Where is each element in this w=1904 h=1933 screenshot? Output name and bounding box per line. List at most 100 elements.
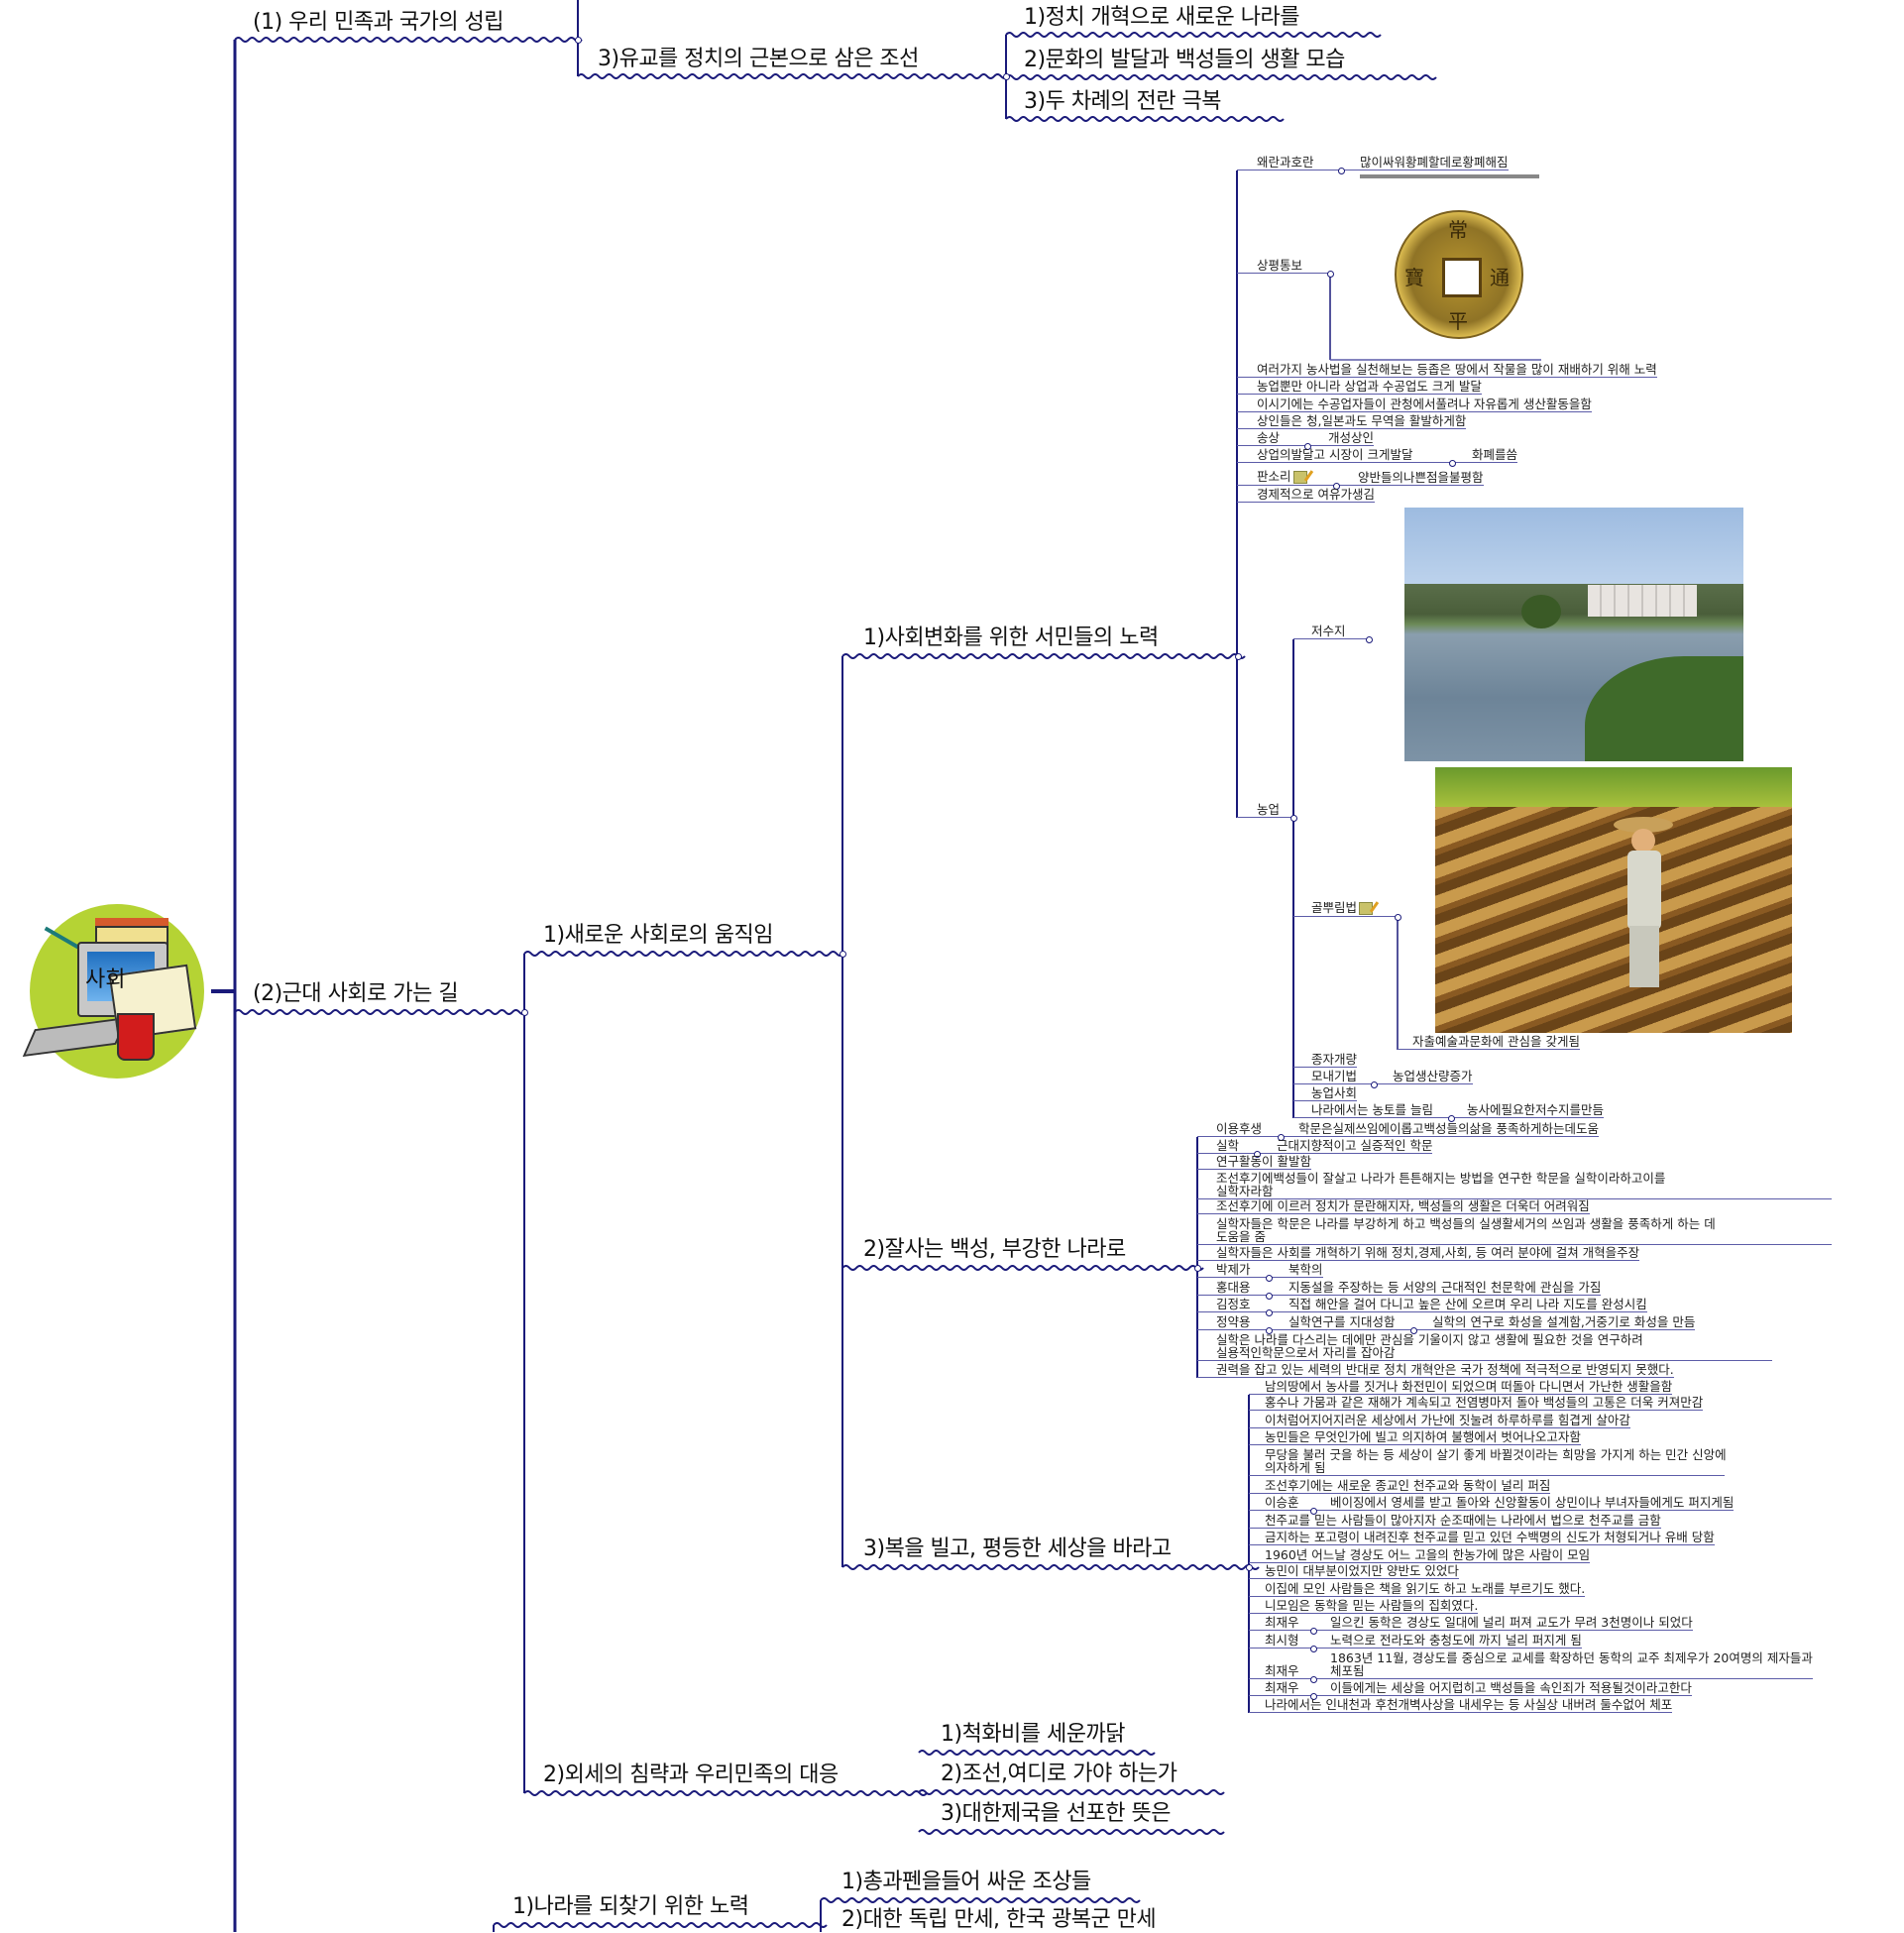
farming-item-label[interactable]: 저수지 <box>1293 624 1369 639</box>
topic-nation-founding[interactable]: (1) 우리 민족과 국가의 성립 <box>253 10 504 35</box>
topic-commoner-efforts[interactable]: 1)사회변화를 위한 서민들의 노력 <box>863 625 1159 650</box>
root-node[interactable]: 사회 <box>22 904 204 1079</box>
religion-item-label[interactable]: 금지하는 포고령이 내려진후 천주교를 믿고 있던 수백명의 신도가 처형되거나… <box>1249 1530 1715 1545</box>
economy-item-label[interactable]: 상인들은 청,일본과도 무역을 활발하게함 <box>1237 413 1467 429</box>
religion-item-value[interactable]: 노력으로 전라도와 충청도에 까지 널리 퍼지게 됨 <box>1313 1633 1582 1649</box>
node-connector-icon[interactable] <box>1193 1264 1201 1272</box>
node-connector-icon[interactable] <box>1265 1308 1273 1316</box>
economy-item-label[interactable]: 농업 <box>1237 802 1293 818</box>
religion-item-label[interactable]: 무당을 불러 굿을 하는 등 세상이 살기 좋게 바뀔것이라는 희망을 가지게 … <box>1249 1446 1727 1476</box>
silhak-item-label[interactable]: 박제가 <box>1197 1262 1269 1278</box>
node-connector-icon[interactable] <box>1370 1080 1378 1088</box>
religion-item-label[interactable]: 1960년 어느날 경상도 어느 고을의 한농가에 많은 사람이 모임 <box>1249 1547 1591 1563</box>
topic-foreign-invasion[interactable]: 2)외세의 침략과 우리민족의 대응 <box>543 1762 839 1787</box>
silhak-item-value[interactable]: 실학연구를 지대성함 <box>1269 1314 1413 1330</box>
topic-political-reform[interactable]: 1)정치 개혁으로 새로운 나라를 <box>1024 5 1299 30</box>
silhak-item-value[interactable]: 실학의 연구로 화성을 설계함,거중기로 화성을 만듬 <box>1413 1314 1696 1330</box>
node-connector-icon[interactable] <box>1337 167 1345 174</box>
node-connector-icon[interactable] <box>1309 1675 1317 1683</box>
silhak-item-label[interactable]: 실학 <box>1197 1138 1257 1154</box>
silhak-item-value[interactable]: 근대지향적이고 실증적인 학문 <box>1257 1138 1433 1154</box>
religion-item-value[interactable]: 일으킨 동학은 경상도 일대에 널리 퍼져 교도가 무려 3천명이나 되었다 <box>1313 1615 1693 1631</box>
farming-item-label[interactable]: 종자개량 <box>1293 1052 1358 1068</box>
topic-guns-and-pens[interactable]: 1)총과펜을들어 싸운 조상들 <box>841 1870 1091 1894</box>
topic-modern-society[interactable]: (2)근대 사회로 가는 길 <box>253 981 459 1006</box>
node-connector-icon[interactable] <box>574 36 582 44</box>
node-connector-icon[interactable] <box>1265 1274 1273 1282</box>
node-connector-icon[interactable] <box>1265 1326 1273 1334</box>
religion-item-label[interactable]: 최재우 <box>1249 1680 1313 1696</box>
topic-culture-life[interactable]: 2)문화의 발달과 백성들의 생활 모습 <box>1024 48 1345 72</box>
memo-icon[interactable] <box>1292 471 1307 484</box>
silhak-item-label[interactable]: 연구활동이 활발함 <box>1197 1154 1311 1170</box>
node-connector-icon[interactable] <box>1394 913 1401 921</box>
religion-item-label[interactable]: 이집에 모인 사람들은 책을 읽기도 하고 노래를 부르기도 했다. <box>1249 1581 1586 1597</box>
economy-item-label[interactable]: 상업의발달고 시장이 크게발달 <box>1237 447 1452 463</box>
silhak-item-value[interactable]: 학문은실제쓰임에이롭고백성들의삶을 풍족하게하는데도움 <box>1281 1121 1599 1137</box>
topic-joseon-direction[interactable]: 2)조선,여디로 가야 하는가 <box>941 1762 1177 1786</box>
silhak-item-label[interactable]: 실학은 나라를 다스리는 데에만 관심을 기울이지 않고 생활에 필요한 것을 … <box>1197 1331 1772 1361</box>
economy-item-value[interactable]: 개성상인 <box>1307 430 1375 446</box>
node-connector-icon[interactable] <box>1245 1563 1253 1571</box>
religion-item-label[interactable]: 남의땅에서 농사를 짓거나 화전민이 되었으며 떠돌아 다니면서 가난한 생활을… <box>1249 1379 1673 1395</box>
node-connector-icon[interactable] <box>1277 1133 1285 1141</box>
economy-item-label[interactable]: 여러가지 농사법을 실천해보는 등좁은 땅에서 작물을 많이 재배하기 위해 노… <box>1237 362 1657 378</box>
economy-item-value[interactable]: 많이싸워황폐할데로황폐해짐 <box>1341 155 1509 171</box>
farming-sub-item[interactable]: 자출예술과문화에 관심을 갖게됨 <box>1398 1034 1580 1050</box>
religion-item-label[interactable]: 홍수나 가뭄과 같은 재해가 계속되고 전염병마저 돌아 백성들의 고통은 더욱… <box>1249 1395 1704 1411</box>
silhak-item-label[interactable]: 조선후기에백성들이 잘살고 나라가 튼튼해지는 방법을 연구한 학문을 실학이라… <box>1197 1170 1832 1199</box>
silhak-item-label[interactable]: 김정호 <box>1197 1297 1269 1312</box>
farming-item-value[interactable]: 농업생산량증가 <box>1374 1069 1473 1084</box>
node-connector-icon[interactable] <box>1002 72 1010 80</box>
religion-item-label[interactable]: 조선후기에는 새로운 종교인 천주교와 동학이 널리 퍼짐 <box>1249 1478 1551 1494</box>
node-connector-icon[interactable] <box>1409 1326 1417 1334</box>
topic-restore-nation[interactable]: 1)나라를 되찾기 위한 노력 <box>512 1894 749 1919</box>
node-connector-icon[interactable] <box>1309 1692 1317 1700</box>
farming-item-label[interactable]: 골뿌림법 <box>1293 901 1398 917</box>
node-connector-icon[interactable] <box>1303 442 1311 450</box>
religion-item-value[interactable]: 1863년 11월, 경상도를 중심으로 교세를 확장하던 동학의 교주 최제우… <box>1313 1649 1813 1679</box>
topic-prosperous-nation[interactable]: 2)잘사는 백성, 부강한 나라로 <box>863 1237 1126 1262</box>
node-connector-icon[interactable] <box>839 950 846 958</box>
silhak-item-value[interactable]: 지동설을 주장하는 등 서양의 근대적인 천문학에 관심을 가짐 <box>1269 1280 1602 1296</box>
religion-item-label[interactable]: 천주교를 믿는 사람들이 많아지자 순조때에는 나라에서 법으로 천주교를 금함 <box>1249 1513 1661 1529</box>
node-connector-icon[interactable] <box>1309 1627 1317 1635</box>
silhak-item-label[interactable]: 실학자들은 학문은 나라를 부강하게 하고 백성들의 실생활세거의 쓰임과 생활… <box>1197 1215 1832 1245</box>
node-connector-icon[interactable] <box>1309 1507 1317 1515</box>
economy-item-label[interactable]: 송상 <box>1237 430 1307 446</box>
religion-item-label[interactable]: 최재우 <box>1249 1615 1313 1631</box>
node-connector-icon[interactable] <box>1332 482 1340 490</box>
farming-item-label[interactable]: 농업사회 <box>1293 1085 1358 1101</box>
topic-korean-empire[interactable]: 3)대한제국을 선포한 뜻은 <box>941 1801 1171 1826</box>
topic-new-society[interactable]: 1)새로운 사회로의 움직임 <box>543 923 773 948</box>
node-connector-icon[interactable] <box>1234 652 1242 660</box>
topic-cheokhwabi[interactable]: 1)척화비를 세운까닭 <box>941 1722 1126 1747</box>
node-connector-icon[interactable] <box>1265 1292 1273 1300</box>
node-connector-icon[interactable] <box>1309 1645 1317 1652</box>
node-connector-icon[interactable] <box>1365 635 1373 643</box>
economy-item-label[interactable]: 판소리 <box>1237 470 1336 486</box>
economy-item-label[interactable]: 경제적으로 여유가생김 <box>1237 487 1375 503</box>
farming-item-label[interactable]: 나라에서는 농토를 늘림 <box>1293 1102 1451 1118</box>
religion-item-value[interactable]: 베이징에서 영세를 받고 돌아와 신앙활동이 상민이나 부녀자들에게도 퍼지게됨 <box>1313 1495 1735 1511</box>
religion-item-label[interactable]: 이처럼어지어지러운 세상에서 가난에 짓눌려 하루하루를 힘겹게 살아감 <box>1249 1413 1630 1428</box>
economy-item-label[interactable]: 농업뿐만 아니라 상업과 수공업도 크게 발달 <box>1237 379 1482 395</box>
topic-equal-world[interactable]: 3)복을 빌고, 평등한 세상을 바라고 <box>863 1536 1172 1561</box>
religion-item-label[interactable]: 니모임은 동학을 믿는 사람들의 집회였다. <box>1249 1598 1479 1614</box>
silhak-item-label[interactable]: 이용후생 <box>1197 1121 1281 1137</box>
node-connector-icon[interactable] <box>520 1008 528 1016</box>
religion-item-label[interactable]: 농민들은 무엇인가에 빌고 의지하여 불행에서 벗어나오고자함 <box>1249 1429 1581 1445</box>
religion-item-label[interactable]: 농민이 대부분이었지만 양반도 있었다 <box>1249 1563 1459 1579</box>
node-connector-icon[interactable] <box>1253 1150 1261 1158</box>
religion-item-label[interactable]: 최시형 <box>1249 1633 1313 1649</box>
topic-independence[interactable]: 2)대한 독립 만세, 한국 광복군 만세 <box>841 1907 1157 1932</box>
silhak-item-label[interactable]: 정약용 <box>1197 1314 1269 1330</box>
node-connector-icon[interactable] <box>1289 814 1297 822</box>
farming-item-value[interactable]: 농사에필요한저수지를만듬 <box>1451 1102 1605 1118</box>
farming-item-label[interactable]: 모내기법 <box>1293 1069 1374 1084</box>
silhak-item-label[interactable]: 실학자들은 사회를 개혁하기 위해 정치,경제,사회, 등 여러 분야에 걸쳐 … <box>1197 1245 1640 1261</box>
topic-joseon-confucianism[interactable]: 3)유교를 정치의 근본으로 삼은 조선 <box>598 47 919 71</box>
silhak-item-value[interactable]: 북학의 <box>1269 1262 1323 1278</box>
religion-item-label[interactable]: 이승훈 <box>1249 1495 1313 1511</box>
religion-item-label[interactable]: 최재우 <box>1249 1663 1313 1679</box>
